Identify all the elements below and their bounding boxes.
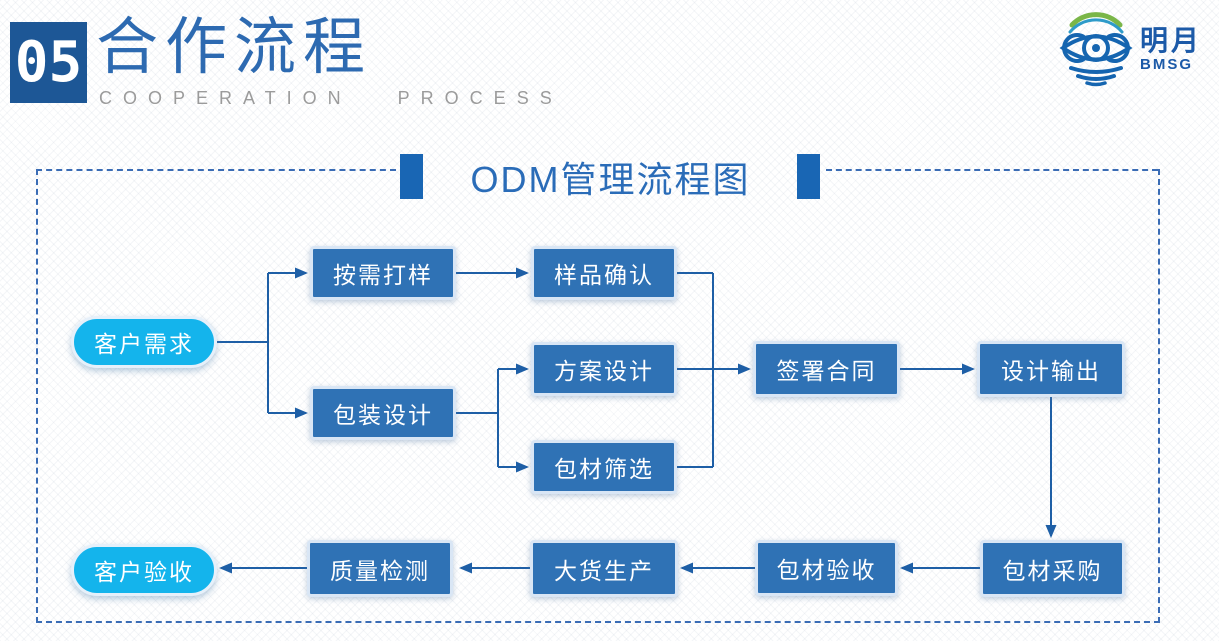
- page-subtitle: COOPERATION PROCESS: [99, 88, 563, 108]
- node-customer-demand: 客户需求: [71, 316, 217, 368]
- section-number: 05: [10, 22, 87, 103]
- node-material-acceptance: 包材验收: [755, 540, 898, 596]
- node-sign-contract: 签署合同: [753, 341, 900, 397]
- frame-border-top-right: [826, 169, 1158, 171]
- frame-border-right: [1158, 169, 1160, 623]
- node-design-output: 设计输出: [977, 341, 1125, 397]
- company-logo: 明月 BMSG: [1056, 6, 1202, 93]
- logo-name: 明月: [1140, 25, 1203, 57]
- node-sample-on-demand: 按需打样: [310, 246, 456, 300]
- node-material-purchase: 包材采购: [980, 540, 1125, 597]
- node-material-selection: 包材筛选: [531, 440, 677, 494]
- node-mass-production: 大货生产: [530, 540, 678, 597]
- node-customer-acceptance: 客户验收: [71, 544, 217, 596]
- title-accent-bar-left: [400, 154, 423, 199]
- frame-border-left: [36, 169, 38, 623]
- frame-border-bottom: [36, 621, 1160, 623]
- logo-text: 明月 BMSG: [1140, 25, 1203, 73]
- frame-border-top-left: [36, 169, 396, 171]
- node-package-design: 包装设计: [310, 386, 456, 440]
- title-accent-bar-right: [797, 154, 820, 199]
- node-plan-design: 方案设计: [531, 342, 677, 396]
- eye-logo-icon: [1056, 6, 1136, 93]
- node-quality-inspection: 质量检测: [307, 540, 453, 597]
- page-title: 合作流程: [96, 10, 373, 83]
- node-sample-confirmation: 样品确认: [531, 246, 677, 300]
- logo-abbr: BMSG: [1140, 55, 1193, 73]
- diagram-title: ODM管理流程图: [470, 158, 751, 200]
